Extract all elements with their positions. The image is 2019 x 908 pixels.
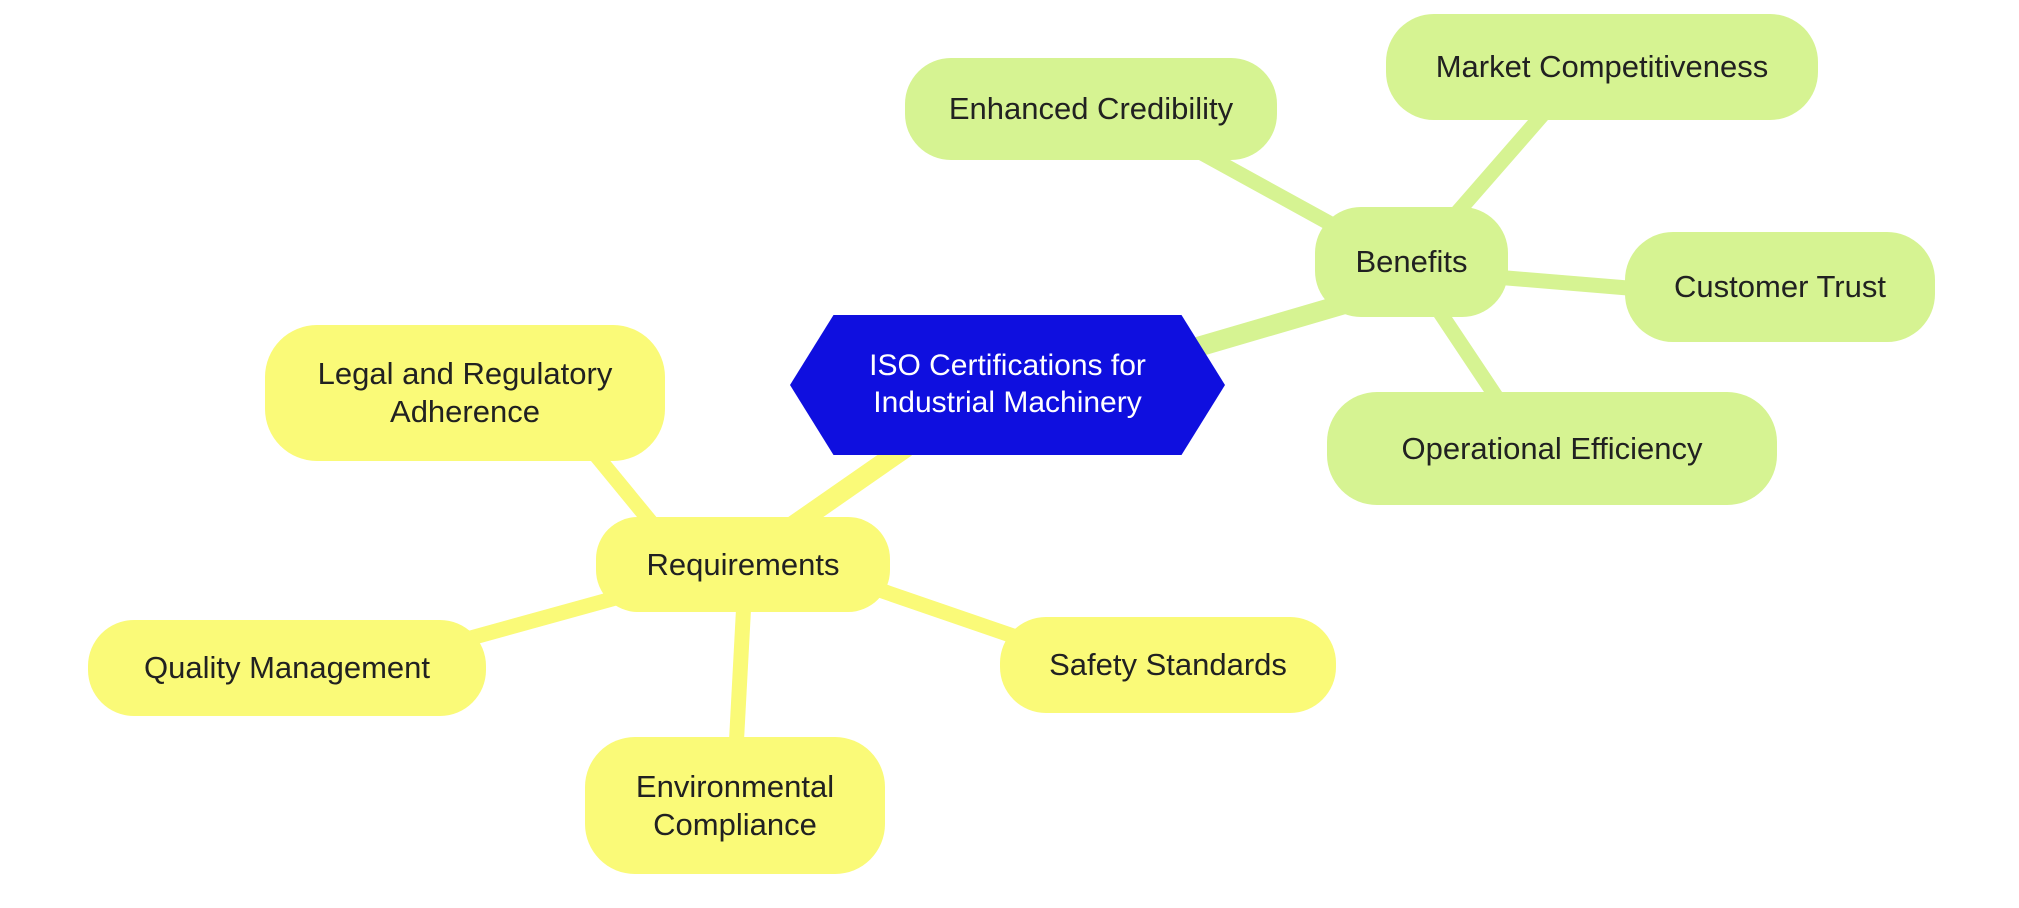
- node-customer-trust: Customer Trust: [1625, 232, 1935, 342]
- node-legal-regulatory-adherence-label: Legal and Regulatory Adherence: [317, 356, 613, 429]
- node-benefits-label: Benefits: [1355, 244, 1468, 280]
- node-quality-management: Quality Management: [88, 620, 486, 716]
- node-market-competitiveness: Market Competitiveness: [1386, 14, 1818, 120]
- node-requirements-label: Requirements: [646, 546, 840, 582]
- node-root-iso-certifications: ISO Certifications for Industrial Machin…: [790, 315, 1225, 455]
- node-benefits: Benefits: [1315, 207, 1508, 317]
- node-market-competitiveness-label: Market Competitiveness: [1435, 49, 1769, 85]
- node-operational-efficiency: Operational Efficiency: [1327, 392, 1777, 505]
- node-operational-efficiency-label: Operational Efficiency: [1401, 430, 1703, 466]
- node-requirements: Requirements: [596, 517, 890, 612]
- node-quality-management-label: Quality Management: [143, 650, 431, 686]
- node-enhanced-credibility: Enhanced Credibility: [905, 58, 1277, 160]
- node-legal-regulatory-adherence: Legal and Regulatory Adherence: [265, 325, 665, 461]
- node-environmental-compliance-label: Environmental Compliance: [635, 768, 835, 842]
- node-safety-standards: Safety Standards: [1000, 617, 1336, 713]
- node-enhanced-credibility-label: Enhanced Credibility: [948, 91, 1234, 127]
- node-root-label: ISO Certifications for Industrial Machin…: [869, 349, 1146, 419]
- node-environmental-compliance: Environmental Compliance: [585, 737, 885, 874]
- edge-benefits-customer-trust: [1487, 269, 1648, 297]
- edge-root-requirements: [780, 438, 915, 538]
- node-customer-trust-label: Customer Trust: [1674, 269, 1886, 305]
- node-safety-standards-label: Safety Standards: [1049, 647, 1287, 683]
- edge-requirements-environmental-compliance: [728, 592, 752, 758]
